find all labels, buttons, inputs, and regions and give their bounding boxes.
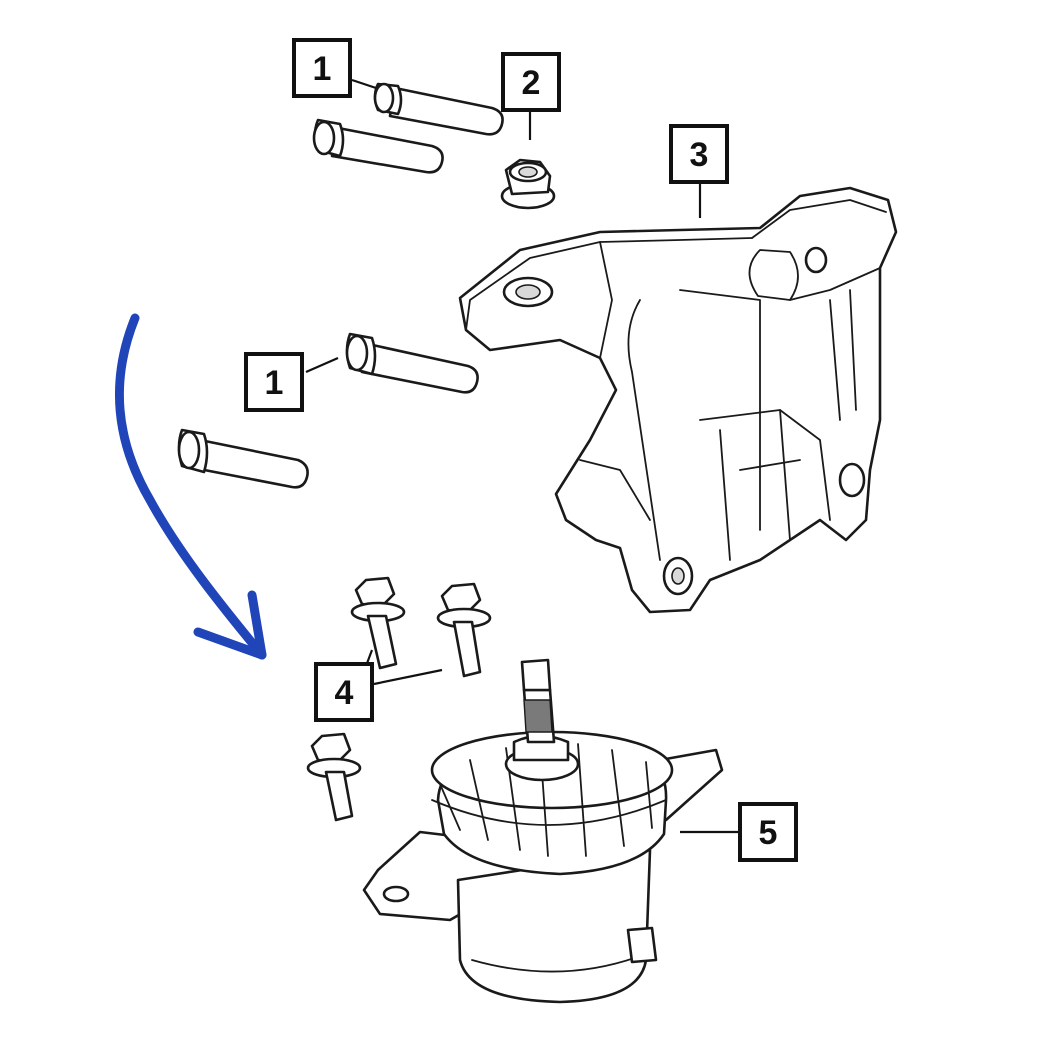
leader-lines [305, 78, 740, 834]
callout-1-middle: 1 [244, 352, 304, 412]
small-bolt-1 [350, 576, 406, 670]
mount-bracket [458, 186, 898, 614]
callout-1-middle-label: 1 [265, 364, 284, 402]
flange-nut [500, 158, 556, 210]
callout-3: 3 [669, 124, 729, 184]
callout-5: 5 [738, 802, 798, 862]
bolt-top-left [312, 118, 444, 174]
bolt-top-right [373, 82, 504, 136]
callout-2-label: 2 [522, 64, 541, 102]
engine-mount [362, 658, 724, 1004]
small-bolt-3 [306, 732, 362, 822]
callout-4: 4 [314, 662, 374, 722]
small-bolt-2 [436, 582, 492, 678]
callout-3-label: 3 [690, 136, 709, 174]
callout-1-top: 1 [292, 38, 352, 98]
callout-1-top-label: 1 [313, 50, 332, 88]
callout-5-label: 5 [759, 814, 778, 852]
bolt-middle-right [345, 332, 479, 394]
callout-2: 2 [501, 52, 561, 112]
callout-4-label: 4 [335, 674, 354, 712]
bolt-middle-left [177, 428, 309, 489]
hand-drawn-arrow [114, 313, 267, 660]
